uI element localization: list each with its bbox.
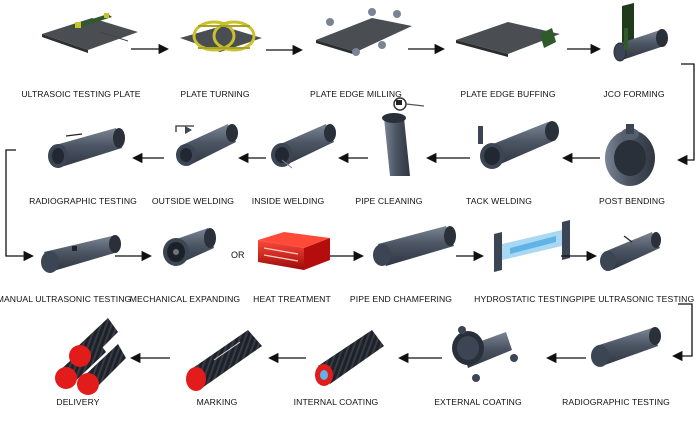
outside-welding-icon xyxy=(175,124,238,166)
mechanical-expanding-icon xyxy=(163,228,216,266)
step-label: MANUAL ULTRASONIC TESTING xyxy=(0,294,132,304)
internal-coating-icon xyxy=(315,330,384,386)
hydrostatic-testing-icon xyxy=(494,220,570,272)
step-label: PLATE EDGE MILLING xyxy=(310,89,402,99)
plate-edge-buffing-icon xyxy=(456,22,560,57)
step-label: PIPE ULTRASONIC TESTING xyxy=(575,294,695,304)
step-label: DELIVERY xyxy=(56,397,100,407)
plate-turning-icon xyxy=(180,20,262,52)
step-label: HEAT TREATMENT xyxy=(253,294,331,304)
step-label: OUTSIDE WELDING xyxy=(151,196,235,206)
step-label: PLATE EDGE BUFFING xyxy=(460,89,556,99)
heat-treatment-icon xyxy=(258,232,330,270)
step-label: HYDROSTATIC TESTING xyxy=(474,294,576,304)
pipe-cleaning-icon xyxy=(382,97,425,176)
plate-edge-milling-icon xyxy=(316,8,412,56)
plate-ultrasonic-icon xyxy=(42,13,138,53)
or-label: OR xyxy=(231,250,245,260)
connector-row1-row2 xyxy=(677,63,695,166)
step-label: MECHANICAL EXPANDING xyxy=(129,294,241,304)
step-label: INSIDE WELDING xyxy=(251,196,325,206)
marking-icon xyxy=(186,330,262,391)
pipe-ultrasonic-icon xyxy=(600,232,661,271)
step-label: MARKING xyxy=(196,397,238,407)
delivery-icon xyxy=(55,318,126,395)
connector-row2-row3 xyxy=(5,149,34,262)
inside-welding-icon xyxy=(271,124,336,169)
tack-welding-icon xyxy=(478,121,559,169)
step-label: RADIOGRAPHIC TESTING xyxy=(562,397,670,407)
step-label: TACK WELDING xyxy=(466,196,532,206)
radiographic-testing-icon xyxy=(48,128,125,168)
step-label: JCO FORMING xyxy=(603,89,665,99)
step-label: RADIOGRAPHIC TESTING xyxy=(29,196,137,206)
connector-row3-row4 xyxy=(672,303,693,362)
external-coating-icon xyxy=(452,326,518,382)
step-label: EXTERNAL COATING xyxy=(434,397,522,407)
post-bending-icon xyxy=(605,124,655,186)
step-label: PIPE CLEANING xyxy=(355,196,423,206)
step-label: ULTRASOIC TESTING PLATE xyxy=(21,89,141,99)
step-label: PIPE END CHAMFERING xyxy=(349,294,453,304)
step-label: POST BENDING xyxy=(599,196,665,206)
step-label: PLATE TURNING xyxy=(180,89,250,99)
jco-forming-icon xyxy=(613,3,668,62)
step-label: INTERNAL COATING xyxy=(293,397,379,407)
radiographic-testing-2-icon xyxy=(591,327,661,367)
manual-ultrasonic-icon xyxy=(41,235,121,273)
pipe-end-chamfering-icon xyxy=(373,226,456,266)
